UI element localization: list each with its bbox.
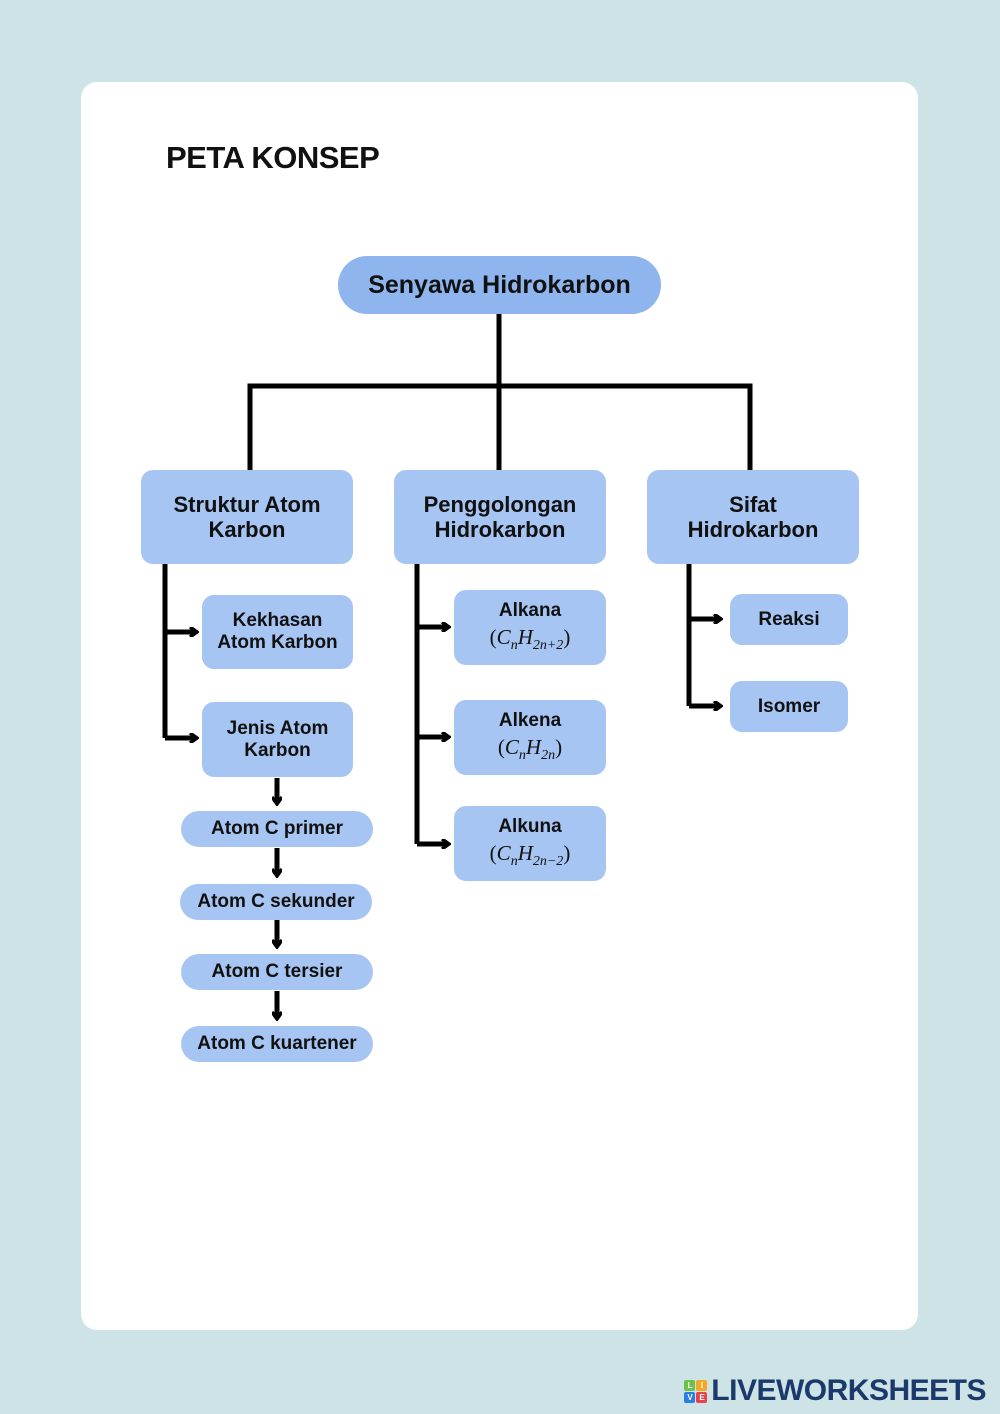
node-kekhasan-atom-karbon: Kekhasan Atom Karbon <box>202 595 353 669</box>
node-label: Alkuna <box>498 816 562 838</box>
node-reaksi: Reaksi <box>730 594 848 645</box>
node-jenis-atom-karbon: Jenis Atom Karbon <box>202 702 353 777</box>
node-label: Karbon <box>244 739 311 761</box>
logo-letter: I <box>696 1379 708 1391</box>
node-penggolongan-hidrokarbon: Penggolongan Hidrokarbon <box>394 470 606 564</box>
node-label: Alkena <box>498 710 562 732</box>
formula-alkuna: (CnH2n−2) <box>489 841 571 870</box>
node-label: Atom C kuartener <box>197 1033 357 1055</box>
node-alkana: Alkana (CnH2n+2) <box>454 590 606 665</box>
root-label: Senyawa Hidrokarbon <box>368 270 631 299</box>
node-label: Isomer <box>757 695 821 717</box>
node-alkena: Alkena (CnH2n) <box>454 700 606 775</box>
node-label: Kekhasan <box>232 610 323 632</box>
root-node-senyawa-hidrokarbon: Senyawa Hidrokarbon <box>338 256 661 314</box>
logo-letter: V <box>684 1391 696 1403</box>
node-atom-c-primer: Atom C primer <box>181 811 373 847</box>
node-label: Reaksi <box>758 608 820 630</box>
node-atom-c-sekunder: Atom C sekunder <box>180 884 372 920</box>
node-label: Atom C primer <box>211 818 343 840</box>
node-label: Atom C sekunder <box>197 891 355 913</box>
node-struktur-atom-karbon: Struktur Atom Karbon <box>141 470 353 564</box>
node-label: Struktur Atom <box>173 491 321 517</box>
node-label: Sifat <box>729 491 777 517</box>
logo-letter: E <box>696 1391 708 1403</box>
node-atom-c-tersier: Atom C tersier <box>181 954 373 990</box>
page-title: PETA KONSEP <box>166 140 380 175</box>
node-label: Karbon <box>208 517 286 542</box>
node-alkuna: Alkuna (CnH2n−2) <box>454 806 606 881</box>
node-label: Atom C tersier <box>211 961 343 983</box>
node-isomer: Isomer <box>730 681 848 732</box>
node-label: Jenis Atom <box>226 717 329 739</box>
node-label: Hidrokarbon <box>434 517 566 542</box>
formula-alkena: (CnH2n) <box>497 735 563 764</box>
node-label: Penggolongan <box>423 491 577 517</box>
formula-alkana: (CnH2n+2) <box>489 625 571 654</box>
node-atom-c-kuartener: Atom C kuartener <box>181 1026 373 1062</box>
node-label: Atom Karbon <box>217 632 338 653</box>
logo-mark-icon: L I V E <box>684 1379 708 1403</box>
node-label: Alkana <box>498 600 562 622</box>
node-sifat-hidrokarbon: Sifat Hidrokarbon <box>647 470 859 564</box>
node-label: Hidrokarbon <box>687 517 819 542</box>
liveworksheets-logo[interactable]: L I V E LIVEWORKSHEETS <box>684 1374 986 1408</box>
logo-letter: L <box>684 1379 696 1391</box>
logo-text: LIVEWORKSHEETS <box>711 1374 986 1407</box>
